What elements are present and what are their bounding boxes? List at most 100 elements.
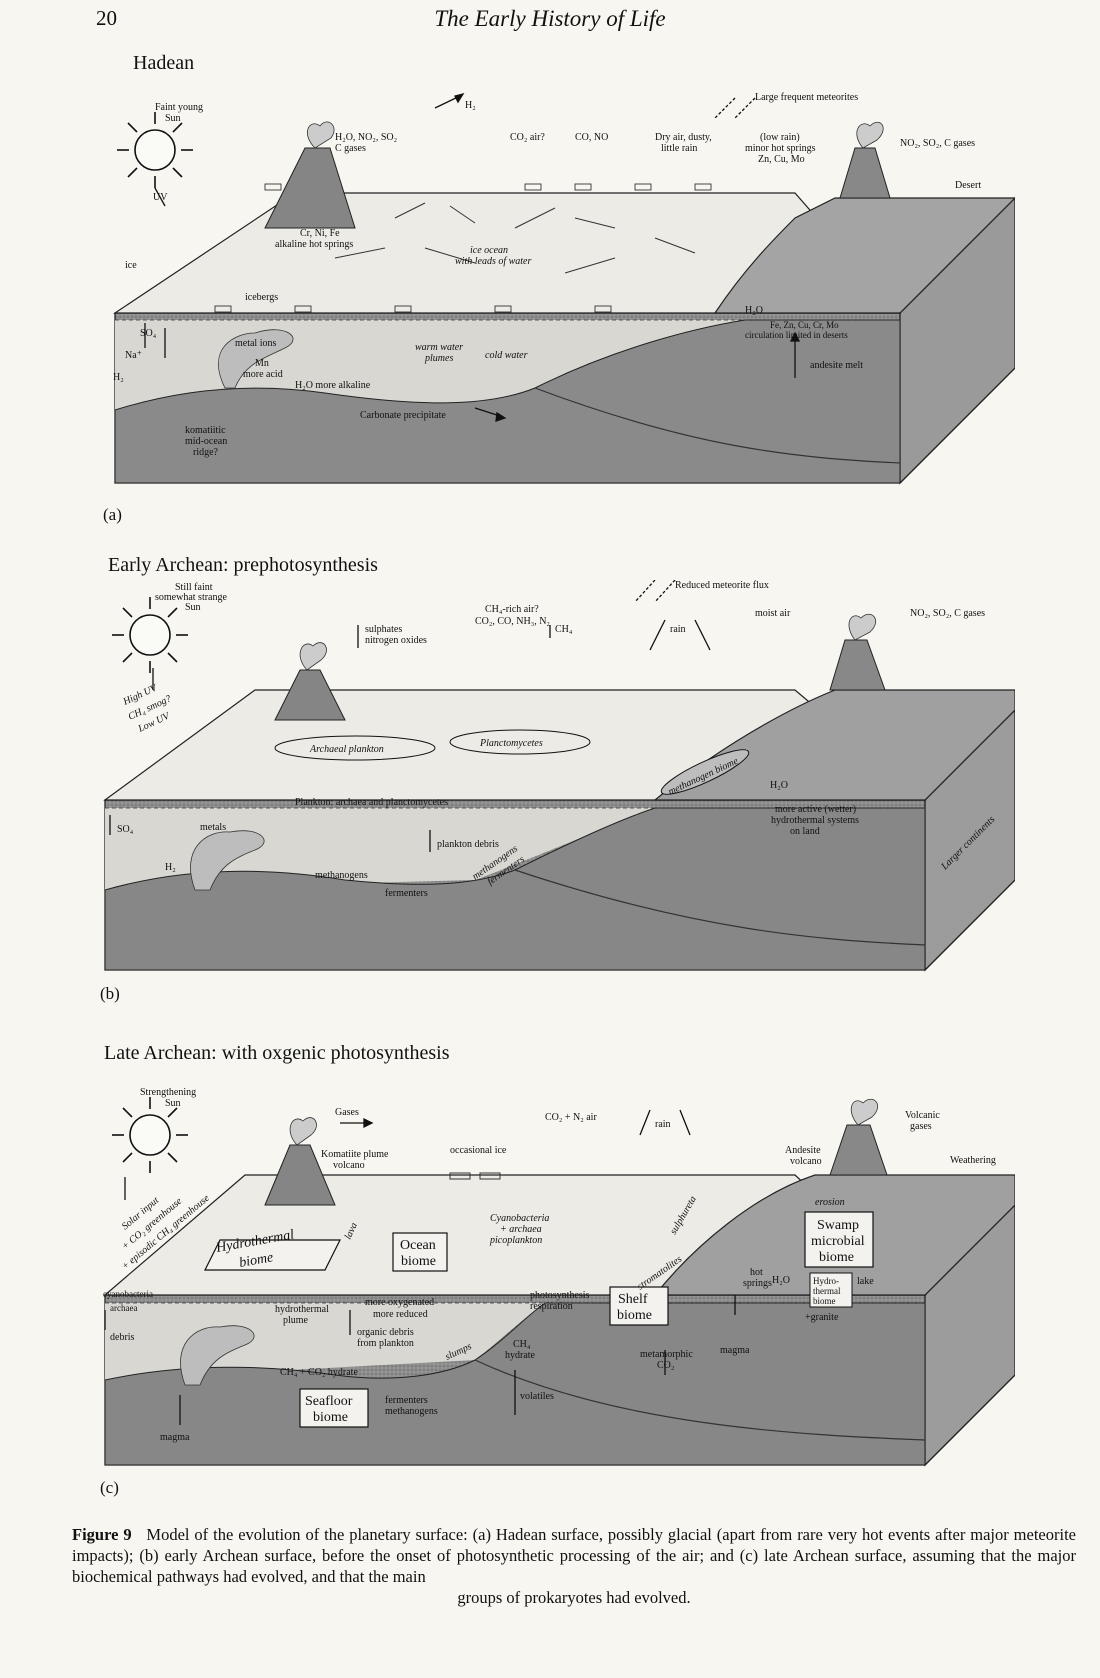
label: volatiles xyxy=(520,1391,554,1402)
label: CO₂ air? xyxy=(510,132,545,143)
label: Sun xyxy=(185,602,201,613)
label: more oxygenated xyxy=(365,1297,434,1308)
page-number: 20 xyxy=(96,6,117,30)
label: Seafloor xyxy=(305,1394,353,1409)
label: springs xyxy=(743,1278,772,1289)
label: Zn, Cu, Mo xyxy=(758,154,805,165)
label: nitrogen oxides xyxy=(365,635,427,646)
label: hydrate xyxy=(505,1350,536,1361)
label: occasional ice xyxy=(450,1145,507,1156)
label: Cr, Ni, Fe xyxy=(300,228,340,239)
label: fermenters xyxy=(385,888,428,899)
label: H₂ xyxy=(165,862,176,873)
label: H₂O, NO₂, SO₂ xyxy=(335,132,397,143)
label: CH₄ xyxy=(513,1339,531,1350)
label: respiration xyxy=(530,1301,573,1312)
label: Sun xyxy=(165,113,181,124)
label: picoplankton xyxy=(489,1235,542,1246)
label: Carbonate precipitate xyxy=(360,410,446,421)
label: on land xyxy=(790,826,820,837)
label: debris xyxy=(110,1332,135,1343)
label: Weathering xyxy=(950,1155,996,1166)
label: biome xyxy=(813,1296,836,1306)
label: ridge? xyxy=(193,447,219,458)
label: Large frequent meteorites xyxy=(755,92,858,103)
label: fermenters xyxy=(385,1395,428,1406)
label: hydrothermal systems xyxy=(771,815,859,826)
label: Swamp xyxy=(817,1218,859,1233)
label: Volcanic xyxy=(905,1110,940,1121)
label: Sun xyxy=(165,1098,181,1109)
label: little rain xyxy=(661,143,697,154)
label: erosion xyxy=(815,1197,845,1208)
label: Dry air, dusty, xyxy=(655,132,712,143)
caption-last-line: groups of prokaryotes had evolved. xyxy=(457,1588,691,1607)
label: methanogens xyxy=(315,870,368,881)
label: ice xyxy=(125,260,137,271)
label: CO₂, CO, NH₃, N₂ xyxy=(475,616,550,627)
label: Archaeal plankton xyxy=(309,744,384,755)
label: methanogens xyxy=(385,1406,438,1417)
figure-label: Figure 9 xyxy=(72,1525,132,1544)
label: thermal xyxy=(813,1286,841,1296)
label: CO, NO xyxy=(575,132,608,143)
label: moist air xyxy=(755,608,791,619)
label: lake xyxy=(857,1276,874,1287)
label: mid-ocean xyxy=(185,436,227,447)
label: H₂O xyxy=(772,1275,790,1286)
label: cold water xyxy=(485,350,528,361)
label: somewhat strange xyxy=(155,592,227,603)
label: + archaea xyxy=(500,1224,542,1235)
label: H₂O xyxy=(770,780,788,791)
label: biome xyxy=(401,1254,436,1269)
label: with leads of water xyxy=(455,256,532,267)
label: metal ions xyxy=(235,338,276,349)
label: plume xyxy=(283,1315,309,1326)
panel-b-letter: (b) xyxy=(100,984,120,1003)
label: hydrothermal xyxy=(275,1304,329,1315)
label: circulation limited in deserts xyxy=(745,330,848,340)
label: more active (wetter) xyxy=(775,804,856,815)
label: volcano xyxy=(790,1156,822,1167)
panel-b-title: Early Archean: prephotosynthesis xyxy=(108,554,378,576)
label: icebergs xyxy=(245,292,278,303)
label: andesite melt xyxy=(810,360,863,371)
label: Gases xyxy=(335,1107,359,1118)
figure-caption: Figure 9 Model of the evolution of the p… xyxy=(72,1524,1076,1608)
label: metals xyxy=(200,822,226,833)
label: plankton debris xyxy=(437,839,499,850)
label: Andesite xyxy=(785,1145,821,1156)
label: biome xyxy=(313,1410,348,1425)
label: Komatiite plume xyxy=(321,1149,389,1160)
label: ice ocean xyxy=(470,245,508,256)
label: Desert xyxy=(955,180,981,191)
label: minor hot springs xyxy=(745,143,816,154)
label: biome xyxy=(617,1308,652,1323)
label: magma xyxy=(160,1432,190,1443)
label: CO₂ + N₂ air xyxy=(545,1112,597,1123)
label: H₂ xyxy=(113,372,124,383)
label: magma xyxy=(720,1345,750,1356)
label: from plankton xyxy=(357,1338,414,1349)
label: NO₂, SO₂, C gases xyxy=(910,608,985,619)
label: Faint young xyxy=(155,102,203,113)
label: +granite xyxy=(805,1312,839,1323)
label: C gases xyxy=(335,143,366,154)
label: Cyanobacteria xyxy=(490,1213,549,1224)
label: (low rain) xyxy=(760,132,800,143)
label: CH₄ + CO₂ hydrate xyxy=(280,1367,358,1378)
panel-a-title: Hadean xyxy=(133,52,195,74)
panel-c-title: Late Archean: with oxgenic photosynthesi… xyxy=(104,1042,450,1064)
label: Na⁺ xyxy=(125,350,142,361)
label: H₂O xyxy=(745,305,763,316)
label: Reduced meteorite flux xyxy=(675,580,769,591)
label: CO₂ xyxy=(657,1360,674,1371)
label: photosynthesis xyxy=(530,1290,590,1301)
label: H₂O more alkaline xyxy=(295,380,371,391)
label: CH₄ xyxy=(555,624,573,635)
label: H₂ xyxy=(465,100,476,111)
label: Plankton: archaea and planctomycetes xyxy=(295,797,448,808)
panel-c-diagram: Strengthening Sun Gases CO₂ + N₂ air rai… xyxy=(103,1087,1015,1467)
label: more reduced xyxy=(373,1309,428,1320)
label: biome xyxy=(238,1250,274,1271)
